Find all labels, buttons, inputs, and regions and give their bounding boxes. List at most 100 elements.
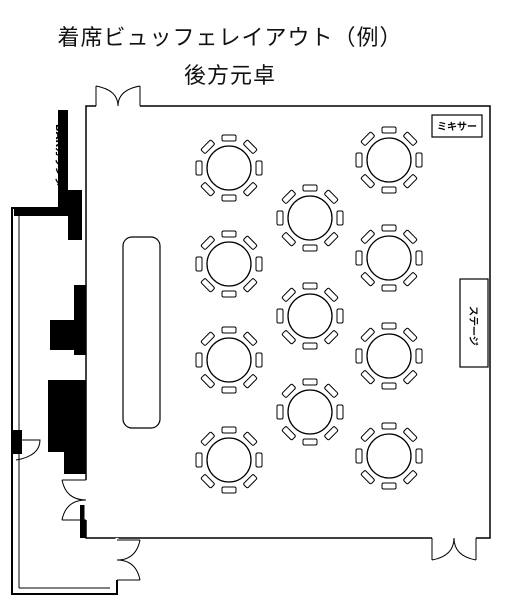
chair — [381, 224, 397, 232]
chair — [200, 139, 215, 154]
chair — [403, 174, 418, 189]
door-bottom-right — [431, 536, 477, 561]
chair — [302, 438, 318, 446]
chair — [324, 287, 339, 302]
chair — [360, 131, 375, 146]
chair — [403, 327, 418, 342]
chair — [403, 131, 418, 146]
chair — [336, 308, 344, 324]
chair — [243, 278, 258, 293]
chair — [355, 250, 363, 266]
chair — [281, 189, 296, 204]
chair — [276, 210, 284, 226]
chair — [200, 431, 215, 446]
table-top — [206, 145, 252, 191]
chair — [324, 383, 339, 398]
chair — [302, 282, 318, 290]
chair — [221, 230, 237, 238]
chair — [360, 272, 375, 287]
chair — [360, 327, 375, 342]
chair — [403, 272, 418, 287]
chair — [200, 474, 215, 489]
chair — [324, 189, 339, 204]
chair — [243, 431, 258, 446]
round-table-11 — [355, 422, 423, 490]
mixer-box — [431, 114, 483, 138]
chair — [381, 322, 397, 330]
chair — [381, 284, 397, 292]
table-top — [206, 337, 252, 383]
bar-counter-label: BARカウンター — [53, 124, 65, 197]
wall-segment — [48, 380, 86, 452]
stage-label: ステージ — [467, 306, 479, 346]
round-table-8 — [355, 322, 423, 390]
table-top — [287, 293, 333, 339]
chair — [360, 229, 375, 244]
table-top — [366, 137, 412, 183]
chair — [336, 210, 344, 226]
chair — [281, 426, 296, 441]
chair — [381, 382, 397, 390]
chair — [276, 404, 284, 420]
chair — [381, 422, 397, 430]
buffet-table — [122, 236, 161, 429]
chair — [360, 370, 375, 385]
chair — [195, 352, 203, 368]
chair — [302, 244, 318, 252]
chair — [381, 126, 397, 134]
chair — [195, 452, 203, 468]
chair — [221, 194, 237, 202]
wall-segment — [58, 110, 68, 216]
table-top — [366, 235, 412, 281]
chair — [195, 256, 203, 272]
chair — [221, 426, 237, 434]
round-table-4 — [195, 230, 263, 298]
chair — [221, 326, 237, 334]
chair — [360, 470, 375, 485]
chair — [243, 331, 258, 346]
chair — [200, 182, 215, 197]
chair — [255, 352, 263, 368]
chair — [243, 235, 258, 250]
chair — [336, 404, 344, 420]
chair — [243, 182, 258, 197]
table-top — [206, 241, 252, 287]
chair — [255, 256, 263, 272]
chair — [255, 452, 263, 468]
round-table-5 — [355, 224, 423, 292]
table-top — [366, 333, 412, 379]
round-table-1 — [195, 134, 263, 202]
chair — [415, 348, 423, 364]
chair — [221, 486, 237, 494]
chair — [200, 331, 215, 346]
chair — [243, 374, 258, 389]
chair — [415, 250, 423, 266]
chair — [381, 482, 397, 490]
chair — [255, 160, 263, 176]
wall-segment — [80, 505, 86, 538]
chair — [200, 374, 215, 389]
chair — [243, 474, 258, 489]
round-table-3 — [276, 184, 344, 252]
door-left-lower — [61, 479, 88, 521]
diagram-title: 着席ビュッフェレイアウト（例） — [57, 26, 403, 51]
wall-segment — [50, 320, 76, 350]
chair — [360, 174, 375, 189]
chair — [403, 370, 418, 385]
table-top — [206, 437, 252, 483]
chair — [200, 235, 215, 250]
round-table-6 — [276, 282, 344, 350]
chair — [281, 330, 296, 345]
door-top — [95, 85, 141, 108]
table-top — [287, 389, 333, 435]
chair — [403, 229, 418, 244]
round-table-10 — [195, 426, 263, 494]
stage — [459, 278, 489, 368]
wall-segment — [14, 208, 58, 216]
chair — [281, 232, 296, 247]
chair — [324, 330, 339, 345]
chair — [324, 232, 339, 247]
chair — [281, 287, 296, 302]
chair — [403, 427, 418, 442]
